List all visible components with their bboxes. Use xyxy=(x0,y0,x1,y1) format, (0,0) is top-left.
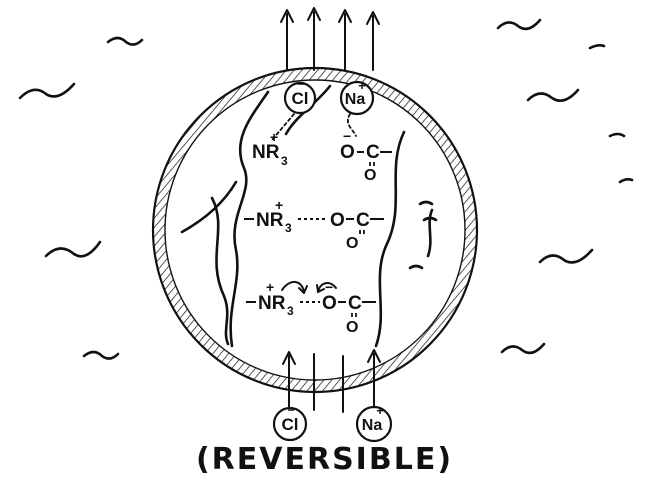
oxygen-charge: − xyxy=(325,279,333,295)
ammonium-group-1: NR 3 + xyxy=(252,129,288,168)
outgoing-arrows xyxy=(281,8,379,70)
ammonium-charge: + xyxy=(270,129,278,145)
resin-bead xyxy=(153,68,477,392)
carbon-label: C xyxy=(366,142,380,163)
ammonium-subscript: 3 xyxy=(281,154,288,168)
chloride-symbol: Cl xyxy=(282,415,299,434)
ammonium-label: NR xyxy=(258,293,286,314)
ammonium-subscript: 3 xyxy=(285,221,292,235)
chloride-charge: − xyxy=(287,403,294,417)
sodium-symbol: Na xyxy=(362,417,383,434)
carboxylate-group-3: O − C O xyxy=(322,279,376,336)
oxygen-label: O xyxy=(330,210,345,231)
carbon-label: C xyxy=(348,293,362,314)
ammonium-charge: + xyxy=(266,279,274,295)
sodium-symbol: Na xyxy=(345,91,366,108)
ammonium-subscript: 3 xyxy=(287,304,294,318)
chloride-ion-bottom: Cl − xyxy=(274,403,306,440)
polymer-chains xyxy=(182,86,432,346)
carboxylate-group-2: O C O xyxy=(330,210,384,252)
ammonium-label: NR xyxy=(252,142,280,163)
carbon-label: C xyxy=(356,210,370,231)
ammonium-label: NR xyxy=(256,210,284,231)
chloride-symbol: Cl xyxy=(292,89,309,108)
oxygen-label: O xyxy=(322,293,337,314)
ammonium-charge: + xyxy=(275,197,283,213)
carbonyl-oxygen-label: O xyxy=(364,167,376,184)
chloride-charge: − xyxy=(297,77,304,91)
ammonium-group-2: NR 3 + xyxy=(244,197,292,235)
carbonyl-oxygen-label: O xyxy=(346,319,358,336)
oxygen-charge: − xyxy=(343,128,351,144)
sodium-charge: + xyxy=(376,403,384,418)
oxygen-label: O xyxy=(340,142,355,163)
sodium-charge: + xyxy=(358,78,366,93)
sodium-ion-bottom: Na + xyxy=(357,403,391,441)
carbonyl-oxygen-label: O xyxy=(346,235,358,252)
diagram-caption: (REVERSIBLE) xyxy=(0,442,649,477)
carboxylate-group-1: O − C O xyxy=(340,128,392,184)
